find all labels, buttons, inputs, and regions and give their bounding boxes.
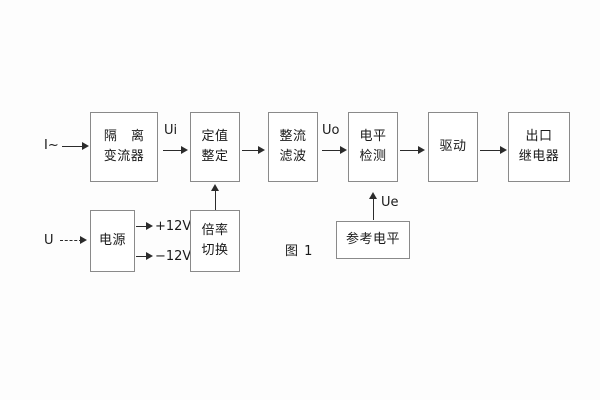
block-drive: 驱动 bbox=[428, 112, 478, 182]
block-output-relay-line2: 继电器 bbox=[518, 149, 560, 164]
block-rectify-filter-line1: 整流 bbox=[279, 128, 307, 144]
current-input-label: I~ bbox=[44, 138, 59, 153]
signal-ue-line bbox=[373, 198, 374, 220]
rail-negative-line bbox=[136, 256, 148, 257]
signal-ui-line bbox=[163, 150, 183, 151]
link-ratio-to-setting-arrowhead bbox=[210, 184, 219, 191]
block-level-detect: 电平 检测 bbox=[348, 112, 398, 182]
signal-uo-arrowhead bbox=[340, 145, 347, 154]
link-level-to-drive-arrowhead bbox=[418, 145, 425, 154]
link-setting-to-rectify-arrowhead bbox=[258, 145, 265, 154]
block-power-supply: 电源 bbox=[90, 210, 135, 272]
link-drive-to-relay-line bbox=[480, 150, 502, 151]
block-ratio-switch: 倍率 切换 bbox=[190, 210, 240, 272]
current-input-line bbox=[62, 146, 84, 147]
block-reference-level: 参考电平 bbox=[336, 221, 410, 259]
block-isolation-transformer-line2: 变流器 bbox=[103, 149, 145, 164]
signal-ui-label: Ui bbox=[164, 123, 178, 138]
link-ratio-to-setting-line bbox=[215, 190, 216, 210]
block-setting-adjust: 定值 整定 bbox=[190, 112, 240, 182]
rail-negative-label: −12V bbox=[155, 249, 192, 264]
block-level-detect-line1: 电平 bbox=[359, 128, 387, 144]
block-isolation-transformer-line1: 隔 离 bbox=[103, 128, 150, 144]
block-setting-adjust-line1: 定值 bbox=[201, 128, 229, 144]
block-ratio-switch-line2: 切换 bbox=[201, 243, 229, 258]
signal-ui-arrowhead bbox=[181, 145, 188, 154]
block-rectify-filter: 整流 滤波 bbox=[268, 112, 318, 182]
voltage-input-label: U bbox=[44, 233, 54, 248]
figure-caption: 图 1 bbox=[285, 244, 314, 259]
block-drive-line1: 驱动 bbox=[439, 138, 467, 154]
block-setting-adjust-line2: 整定 bbox=[201, 149, 229, 164]
rail-positive-line bbox=[136, 226, 148, 227]
link-drive-to-relay-arrowhead bbox=[500, 145, 507, 154]
block-rectify-filter-line2: 滤波 bbox=[279, 149, 307, 164]
rail-positive-arrowhead bbox=[146, 221, 153, 230]
block-reference-level-line1: 参考电平 bbox=[345, 231, 400, 247]
block-isolation-transformer: 隔 离 变流器 bbox=[90, 112, 158, 182]
link-level-to-drive-line bbox=[400, 150, 420, 151]
signal-ue-label: Ue bbox=[381, 195, 399, 210]
link-setting-to-rectify-line bbox=[242, 150, 260, 151]
voltage-input-line bbox=[60, 240, 82, 241]
block-ratio-switch-line1: 倍率 bbox=[201, 222, 229, 238]
current-input-arrowhead bbox=[82, 141, 89, 150]
signal-ue-arrowhead bbox=[368, 192, 377, 199]
block-level-detect-line2: 检测 bbox=[359, 149, 387, 164]
rail-negative-arrowhead bbox=[146, 251, 153, 260]
block-output-relay: 出口 继电器 bbox=[508, 112, 570, 182]
rail-positive-label: +12V bbox=[155, 219, 192, 234]
signal-uo-line bbox=[322, 150, 342, 151]
voltage-input-arrowhead bbox=[80, 235, 87, 244]
signal-uo-label: Uo bbox=[322, 123, 340, 138]
block-power-supply-line1: 电源 bbox=[98, 232, 126, 248]
block-output-relay-line1: 出口 bbox=[525, 128, 553, 144]
